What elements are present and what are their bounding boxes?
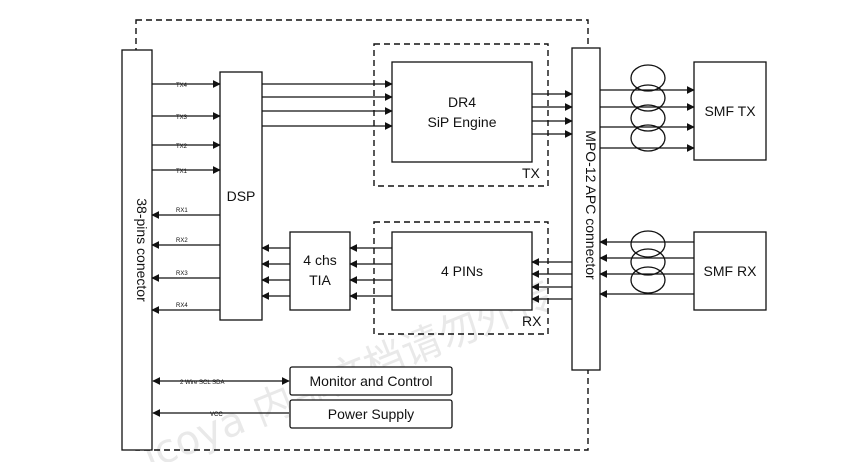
mpo-connector-label: MPO-12 APC connector	[583, 130, 599, 280]
sip-engine-label-line1: DR4	[448, 94, 476, 110]
tx1-label: TX1	[176, 169, 188, 175]
38-pin-connector-box	[121, 49, 153, 451]
tx3-label: TX3	[176, 115, 188, 121]
sip-engine-label-line2: SiP Engine	[427, 114, 496, 130]
i2c-label: 2 Wire SCL SDA	[180, 380, 224, 386]
tia-to-dsp-lines	[261, 244, 290, 300]
rx-fiber-lines	[599, 238, 694, 298]
mpo-connector-box	[571, 47, 601, 371]
power-supply-box	[289, 399, 453, 429]
sip-engine-box	[391, 61, 533, 163]
vcc-label: VCC	[210, 412, 223, 418]
dsp-box	[219, 71, 263, 321]
rx4-label: RX4	[176, 303, 188, 309]
tx-group-outline	[373, 43, 549, 187]
tx-group-label: TX	[522, 165, 541, 181]
dsp-to-sip-lines	[262, 80, 393, 130]
rx-signal-lines	[151, 211, 220, 314]
rx3-label: RX3	[176, 271, 188, 277]
smf-rx-label: SMF RX	[704, 263, 758, 279]
tx-fiber-lines	[600, 86, 695, 152]
tia-box	[289, 231, 351, 311]
tia-label-line1: 4 chs	[303, 252, 336, 268]
module-outline	[135, 19, 589, 451]
tia-label-line2: TIA	[309, 272, 331, 288]
tx4-label: TX4	[176, 83, 188, 89]
rx-fiber-coil-icon	[630, 230, 666, 294]
smf-tx-label: SMF TX	[704, 103, 756, 119]
sip-to-mpo-lines	[532, 90, 573, 138]
rx2-label: RX2	[176, 238, 188, 244]
tx-signal-lines	[152, 80, 221, 174]
monitor-control-label: Monitor and Control	[310, 373, 433, 389]
tx2-label: TX2	[176, 144, 188, 150]
pins-to-tia-lines	[349, 244, 392, 300]
rx-group-label: RX	[522, 313, 542, 329]
monitor-control-box	[289, 366, 453, 396]
dsp-label: DSP	[227, 188, 256, 204]
smf-rx-box	[693, 231, 767, 311]
pins-label: 4 PINs	[441, 263, 483, 279]
38-pin-connector-label: 38-pins conector	[134, 198, 150, 302]
rx-group-outline	[373, 221, 549, 335]
smf-tx-box	[693, 61, 767, 161]
tx-fiber-coil-icon	[630, 64, 666, 152]
rx1-label: RX1	[176, 208, 188, 214]
mpo-to-pins-lines	[531, 258, 572, 303]
power-supply-label: Power Supply	[328, 406, 414, 422]
